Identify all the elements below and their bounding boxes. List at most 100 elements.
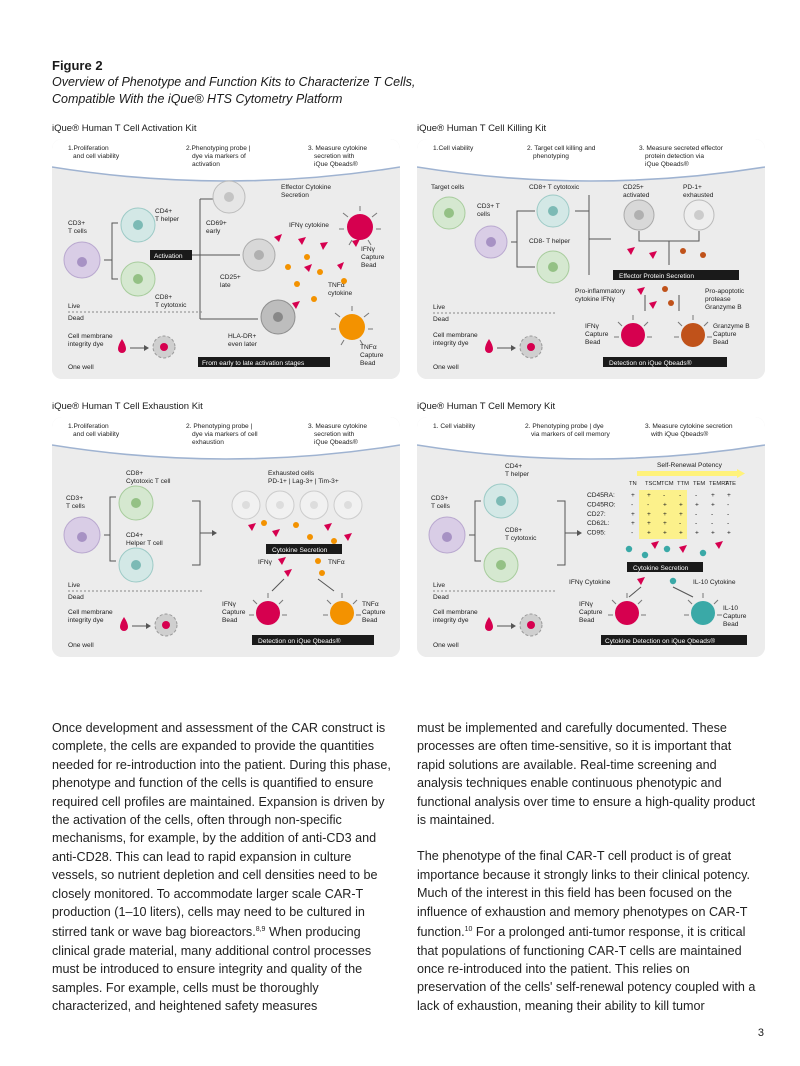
exh-step2c: exhaustion xyxy=(192,439,224,446)
memory-col-header: TSCM xyxy=(645,481,662,487)
exhaustion-kit-title: iQue® Human T Cell Exhaustion Kit xyxy=(52,401,203,412)
memory-col-header: TEM xyxy=(693,481,705,487)
body-left-column: Once development and assessment of the C… xyxy=(52,719,397,1034)
mem-step1: 1. Cell viability xyxy=(433,423,476,430)
killing-panel: 1.Cell viability 2. Target cell killing … xyxy=(417,139,765,379)
act-effector-b: Secretion xyxy=(281,192,309,199)
body-left-ref: 8,9 xyxy=(255,926,266,934)
exh-exhausted-a: Exhausted cells xyxy=(268,470,315,477)
kill-ifn-bead-b: Capture xyxy=(585,331,609,338)
exh-tnf-bead xyxy=(323,593,361,625)
mem-il10-bead-c: Bead xyxy=(723,621,739,628)
exh-step3c: iQue Qbeads® xyxy=(314,438,358,446)
body-right-column: must be implemented and carefully docume… xyxy=(417,719,762,1033)
mem-cd3-a: CD3+ xyxy=(431,495,448,502)
mem-one-well: One well xyxy=(433,642,459,649)
exh-detection: Detection on iQue Qbeads® xyxy=(258,637,341,645)
figure-title-line1: Overview of Phenotype and Function Kits … xyxy=(52,75,416,89)
exh-tnf: TNFα xyxy=(328,559,345,566)
killing-diagram: 1.Cell viability 2. Target cell killing … xyxy=(417,139,765,379)
memory-marker-label: CD62L: xyxy=(587,520,610,527)
mem-step2b: via markers of cell memory xyxy=(531,431,610,438)
kill-step3a: 3. Measure secreted effector xyxy=(639,145,724,152)
act-tnf-bead-c: Bead xyxy=(360,360,376,367)
act-step2c: activation xyxy=(192,161,220,168)
memory-marker-value: + xyxy=(647,511,651,518)
kill-step2b: phenotyping xyxy=(533,153,569,160)
body-right-text-2: For a prolonged anti-tumor response, it … xyxy=(417,925,756,1013)
exhaustion-diagram: 1.Proliferation and cell viability 2. Ph… xyxy=(52,417,400,657)
mem-step2a: 2. Phenotyping probe | dye xyxy=(525,423,604,430)
exh-ifn-bead-a: IFNγ xyxy=(222,601,237,608)
mem-il10-bead-b: Capture xyxy=(723,613,747,620)
act-ifn-bead xyxy=(339,206,381,246)
exh-ifn-bead-c: Bead xyxy=(222,617,238,624)
act-tnf-cytokine-a: TNFα xyxy=(328,282,345,289)
act-cd3-a: CD3+ xyxy=(68,220,85,227)
act-step1b: and cell viability xyxy=(73,153,120,160)
act-step2a: 2.Phenotyping probe | xyxy=(186,145,251,152)
mem-ifn: IFNγ Cytokine xyxy=(569,579,611,586)
mem-ifn-bead xyxy=(608,593,646,625)
kill-detection: Detection on iQue Qbeads® xyxy=(609,359,692,367)
memory-marker-value: + xyxy=(631,492,635,499)
act-tnf-bead-b: Capture xyxy=(360,352,384,359)
exh-membrane-b: integrity dye xyxy=(68,617,104,624)
memory-marker-label: CD95: xyxy=(587,530,606,537)
kill-cd8: CD8+ T cytotoxic xyxy=(529,184,580,191)
mem-live: Live xyxy=(433,582,445,589)
kill-pd1-b: exhausted xyxy=(683,192,714,199)
exh-step3a: 3. Measure cytokine xyxy=(308,423,367,430)
exh-live: Live xyxy=(68,582,80,589)
mem-membrane-a: Cell membrane xyxy=(433,609,478,616)
act-cd8-b: T cytotoxic xyxy=(155,302,187,309)
kill-target: Target cells xyxy=(431,184,465,191)
act-cd69-a: CD69+ xyxy=(206,220,227,227)
memory-marker-value: - xyxy=(711,511,713,518)
exh-tnf-bead-a: TNFα xyxy=(362,601,379,608)
memory-highlight-band xyxy=(639,490,687,539)
act-ifn-cytokine: IFNγ cytokine xyxy=(289,222,329,229)
kill-proinflam-a: Pro-inflammatory xyxy=(575,288,626,295)
memory-col-header: TN xyxy=(629,481,637,487)
act-hla-b: even later xyxy=(228,341,258,348)
kill-live: Live xyxy=(433,304,445,311)
act-cd4-b: T helper xyxy=(155,216,180,223)
act-activation-label: Activation xyxy=(154,253,183,260)
mem-cd4-a: CD4+ xyxy=(505,463,522,470)
memory-marker-value: - xyxy=(679,492,681,499)
kill-ifn-bead xyxy=(614,315,652,347)
exh-step2a: 2. Phenotyping probe | xyxy=(186,423,253,430)
act-step1a: 1.Proliferation xyxy=(68,145,109,152)
memory-marker-label: CD45RO: xyxy=(587,501,616,508)
kill-gz-bead-a: Granzyme B xyxy=(713,323,750,330)
act-ifn-bead-b: Capture xyxy=(361,254,385,261)
kill-cd3-b: cells xyxy=(477,211,491,218)
memory-marker-value: - xyxy=(679,520,681,527)
kill-step3c: iQue Qbeads® xyxy=(645,160,689,168)
exh-ifn-bead xyxy=(249,593,287,625)
memory-col-header: TTM xyxy=(677,481,689,487)
memory-marker-value: + xyxy=(663,530,667,537)
kill-step3b: protein detection via xyxy=(645,153,704,160)
mem-banner: Cytokine Secretion xyxy=(633,565,689,572)
memory-marker-value: + xyxy=(647,492,651,499)
memory-marker-value: - xyxy=(631,501,633,508)
kill-dead: Dead xyxy=(433,316,449,323)
memory-diagram: 1. Cell viability 2. Phenotyping probe |… xyxy=(417,417,765,657)
act-live: Live xyxy=(68,303,80,310)
exh-step3b: secretion with xyxy=(314,431,355,438)
memory-col-header: TCM xyxy=(661,481,674,487)
memory-marker-value: + xyxy=(647,520,651,527)
kill-membrane-b: integrity dye xyxy=(433,340,469,347)
kill-cd8-helper: CD8- T helper xyxy=(529,238,571,245)
act-step2b: dye via markers of xyxy=(192,153,246,160)
memory-marker-value: - xyxy=(647,501,649,508)
memory-marker-value: - xyxy=(727,511,729,518)
exh-tnf-bead-b: Capture xyxy=(362,609,386,616)
memory-marker-value: - xyxy=(711,520,713,527)
page-number: 3 xyxy=(757,1027,764,1039)
body-right-ref: 10 xyxy=(464,926,473,934)
act-cd25-a: CD25+ xyxy=(220,274,241,281)
body-left-paragraph: Once development and assessment of the C… xyxy=(52,719,397,1016)
